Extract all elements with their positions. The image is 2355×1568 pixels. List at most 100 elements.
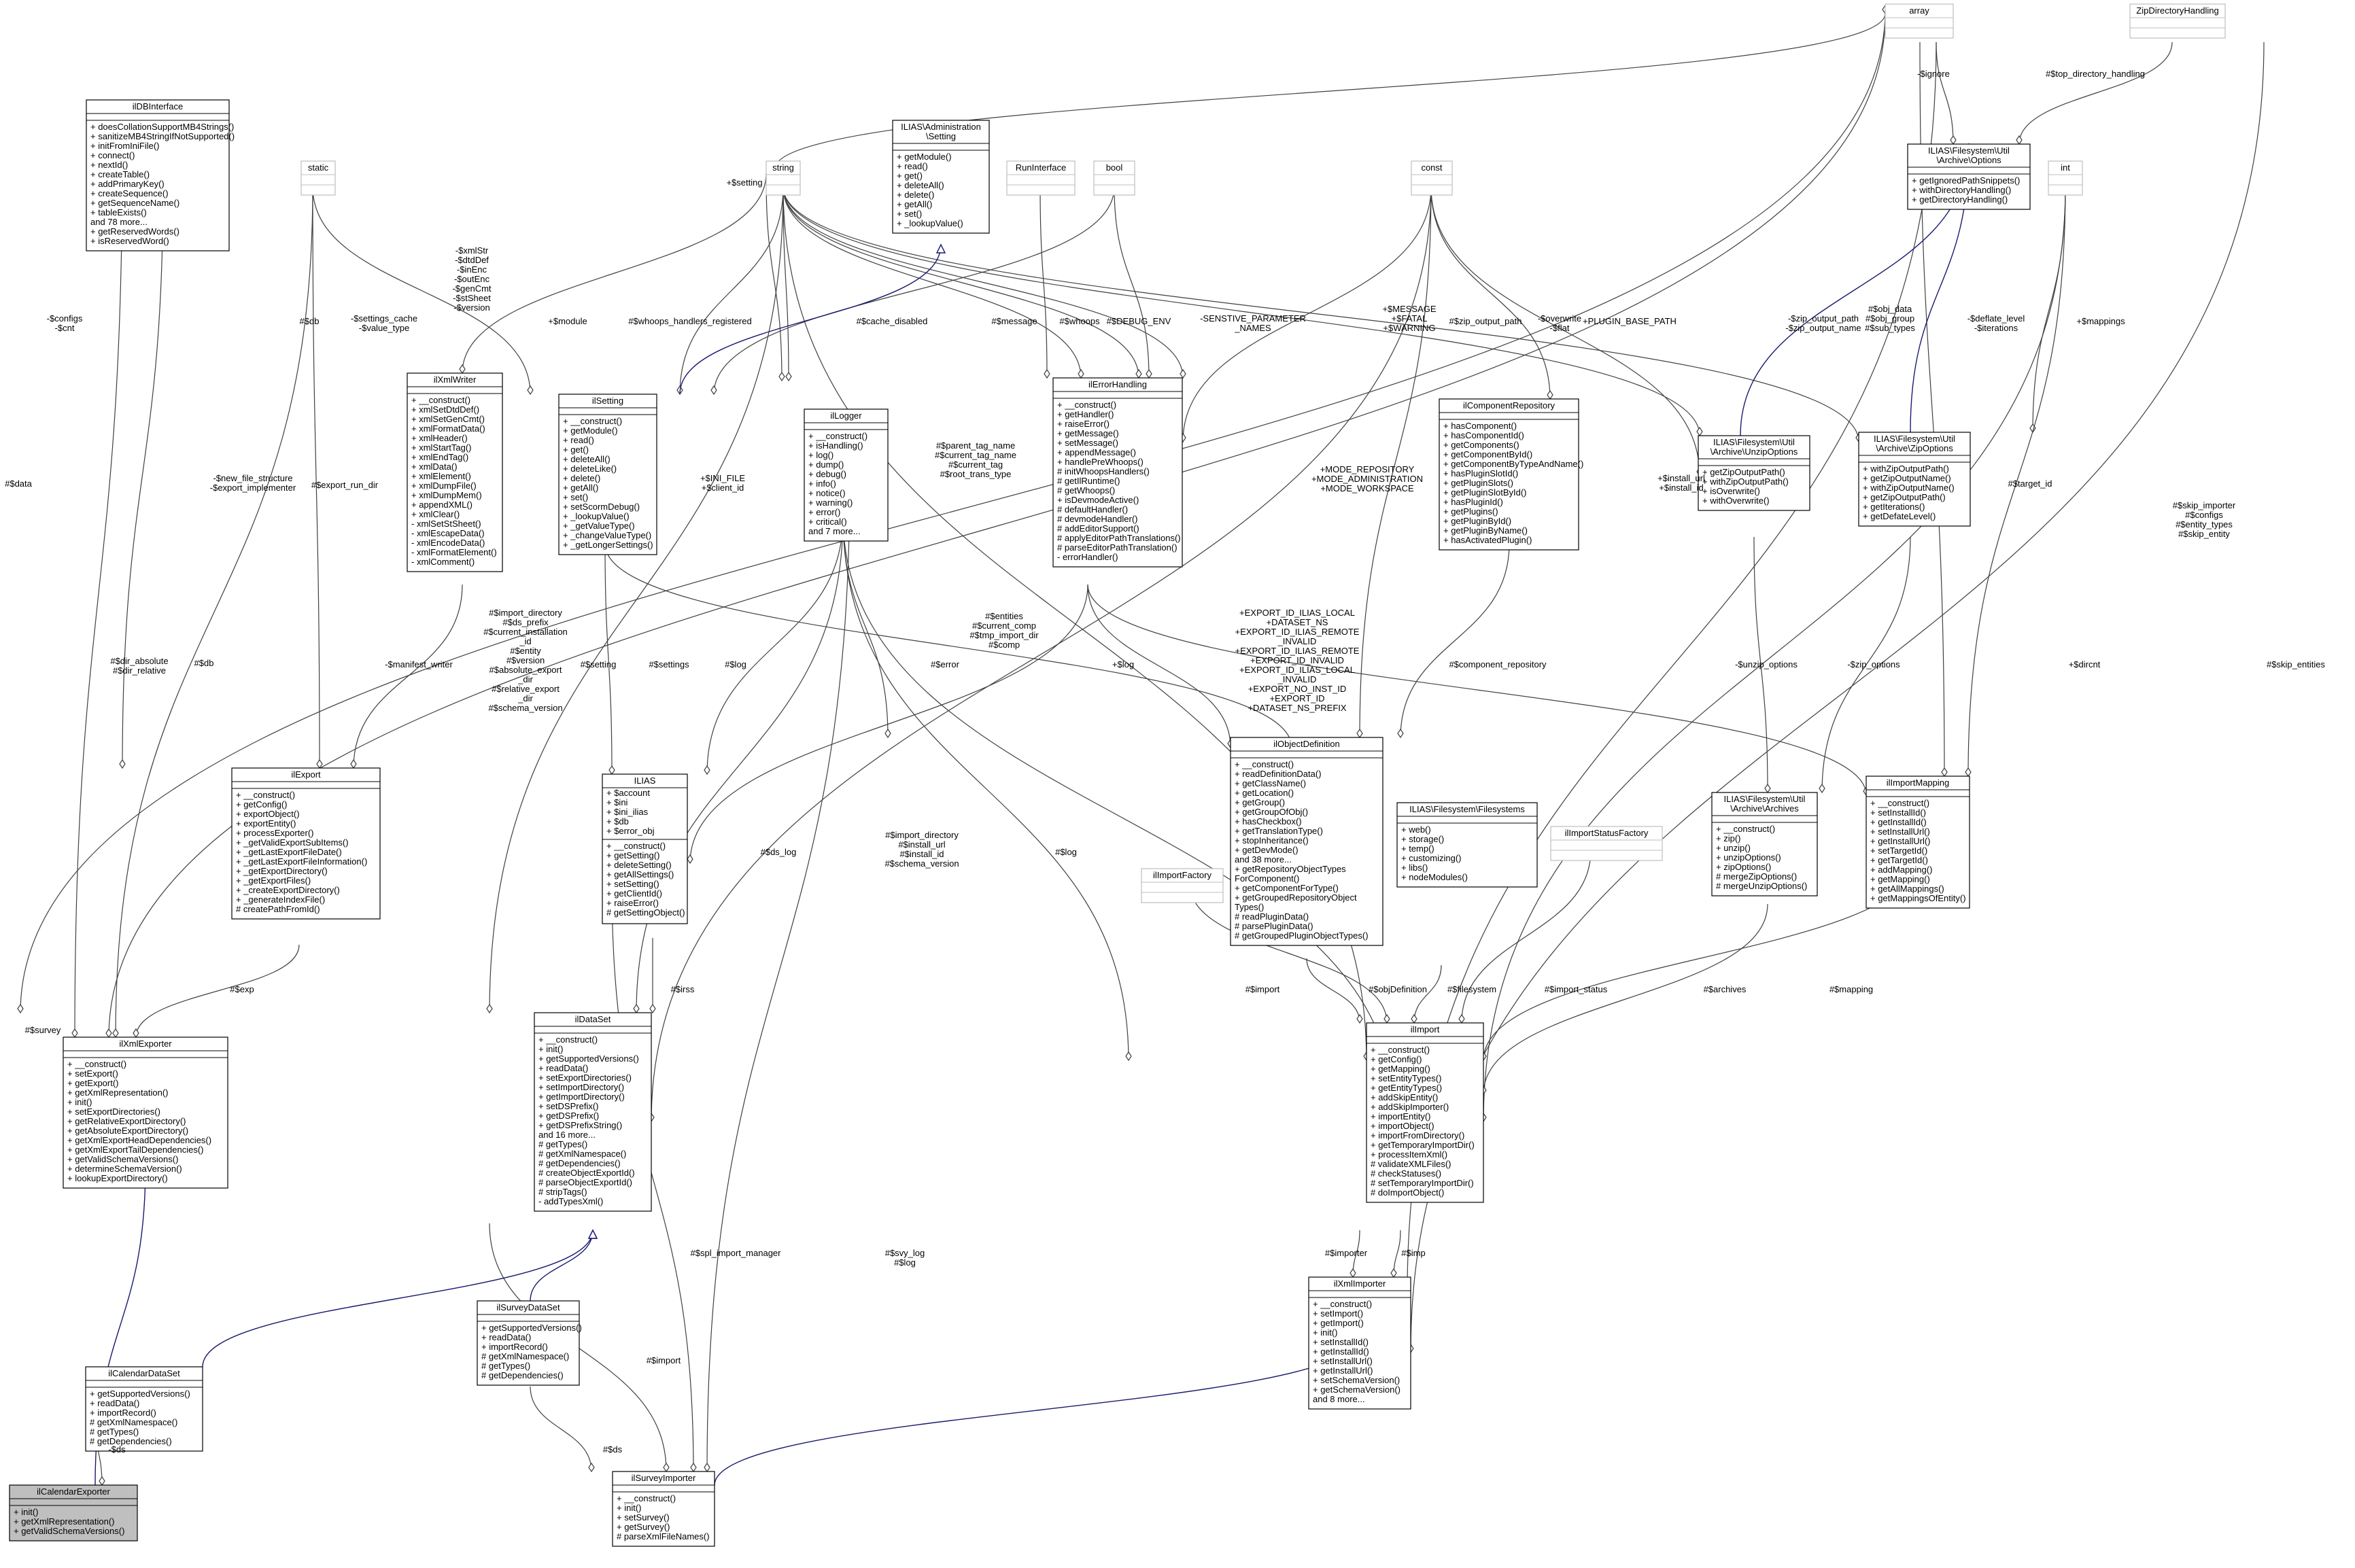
class-method: + setSchemaVersion() (1313, 1375, 1400, 1385)
class-box-ilimport: ilImport+ __construct()+ getConfig()+ ge… (1366, 1022, 1484, 1203)
class-method: + getComponentForType() (1235, 883, 1339, 893)
edge-label: -SENSTIVE_PARAMETER (1200, 313, 1306, 324)
edge-label: #$entity (510, 646, 541, 656)
class-method: + getTemporaryImportDir() (1371, 1140, 1475, 1150)
class-method: # createObjectExportId() (538, 1168, 635, 1178)
class-method: + exportObject() (236, 809, 300, 819)
class-box-const: const (1411, 160, 1453, 196)
class-title: ilXmlWriter (434, 374, 477, 385)
class-method: + isDevmodeActive() (1057, 495, 1139, 505)
aggregation-diamond (1383, 1013, 1390, 1024)
class-method: + setEntityTypes() (1371, 1073, 1441, 1083)
aggregation-diamond (105, 1028, 112, 1039)
class-method: + importObject() (1371, 1121, 1434, 1131)
class-method: + read() (563, 435, 594, 445)
class-method: # getIlRuntime() (1057, 476, 1120, 486)
edge-label: #$sub_types (1865, 323, 1915, 333)
edge-label: +$log (1112, 659, 1134, 669)
association-edge (611, 883, 694, 1472)
class-title: ilCalendarDataSet (108, 1368, 180, 1378)
class-attribute: + $ini (606, 797, 628, 807)
class-method: # getXmlNamespace() (481, 1351, 569, 1361)
class-method: + __construct() (1870, 798, 1929, 808)
class-box-illogger: ilLogger+ __construct()+ isHandling()+ l… (804, 408, 889, 542)
class-title: ILIAS\Filesystem\Util (1724, 794, 1806, 804)
class-method: + storage() (1401, 834, 1444, 844)
class-method: + nextId() (90, 160, 128, 170)
class-method: + importFromDirectory() (1371, 1130, 1464, 1140)
edge-label: +$install_id (1659, 483, 1703, 493)
class-method: + getAllMappings() (1870, 884, 1944, 894)
class-method: + __construct() (563, 416, 622, 426)
class-box-ilimportstatusfactory: ilImportStatusFactory (1550, 826, 1663, 861)
edge-label: #$current_comp (972, 621, 1036, 631)
class-title: ilImportMapping (1887, 778, 1950, 788)
class-method: + getIgnoredPathSnippets() (1912, 175, 2020, 186)
class-box-ilcomponentrepository: ilComponentRepository+ hasComponent()+ h… (1439, 398, 1583, 551)
class-method: + createSequence() (90, 188, 169, 198)
edge-label: #$install_url (898, 839, 945, 850)
edge-label: -$zip_options (1847, 659, 1900, 669)
aggregation-diamond (459, 364, 466, 374)
edge-label: -$zip_output_name (1785, 323, 1861, 333)
aggregation-diamond (1125, 1051, 1132, 1062)
class-title: \Archive\Archives (1730, 803, 1799, 814)
class-method: + __construct() (67, 1059, 126, 1069)
class-method: + __construct() (1371, 1045, 1430, 1055)
association-edge (706, 475, 850, 1472)
class-method: # doImportObject() (1371, 1187, 1444, 1198)
edge-label: #$error (931, 659, 960, 669)
aggregation-diamond (663, 1462, 670, 1473)
class-box-ildbinterface: ilDBInterface+ doesCollationSupportMB4St… (86, 99, 235, 251)
association-edge (689, 584, 1088, 864)
class-method: + lookupExportDirectory() (67, 1173, 168, 1183)
class-box-archives: ILIAS\Filesystem\Util\Archive\Archives + … (1711, 792, 1818, 896)
class-method: + __construct() (606, 841, 666, 851)
edge-label: #$target_id (2008, 478, 2052, 489)
aggregation-diamond (704, 1462, 710, 1473)
association-edge (462, 173, 767, 374)
association-edges (17, 4, 2265, 1486)
class-method: and 78 more... (90, 217, 148, 227)
association-edge (135, 944, 300, 1038)
edge-label: +$setting (726, 177, 762, 188)
edge-label: #$export_run_dir (311, 480, 379, 490)
edge-label: #$current_tag (948, 459, 1003, 470)
class-attribute: + $ini_ilias (606, 807, 649, 817)
association-edge (1483, 903, 1768, 1095)
class-method: + getMessage() (1057, 428, 1119, 438)
class-method: + withDirectoryHandling() (1912, 185, 2011, 195)
edge-label: #$version (506, 655, 545, 665)
class-title: \Archive\UnzipOptions (1711, 447, 1798, 457)
class-title: ilComponentRepository (1463, 400, 1555, 411)
class-method: + getPluginByName() (1443, 525, 1528, 536)
edge-label: #$import (647, 1355, 681, 1365)
aggregation-diamond (1078, 368, 1084, 379)
edge-label: +EXPORT_ID_ILIAS_LOCAL (1239, 665, 1355, 675)
edge-label: -$flat (1550, 323, 1570, 333)
class-title: ILIAS\Filesystem\Util (1713, 437, 1795, 447)
class-method: + getSupportedVersions() (538, 1053, 639, 1064)
association-edge (1087, 584, 1867, 796)
class-method: # devmodeHandler() (1057, 514, 1138, 524)
class-method: + xmlSetGenCmt() (411, 414, 485, 424)
class-method: + debug() (808, 469, 846, 479)
class-box-ilcalendardataset: ilCalendarDataSet+ getSupportedVersions(… (85, 1366, 203, 1452)
class-method: + xmlHeader() (411, 433, 468, 443)
class-method: + error() (808, 507, 840, 517)
class-method: + nodeModules() (1401, 872, 1468, 882)
aggregation-diamond (690, 1462, 697, 1473)
association-edge (489, 186, 784, 1013)
class-method: + _getExportDirectory() (236, 866, 328, 876)
aggregation-diamond (1135, 368, 1142, 379)
class-method: # createPathFromId() (236, 904, 320, 914)
class-method: + unzip() (1716, 843, 1751, 853)
association-edge (1039, 186, 1048, 379)
class-method: # getWhoops() (1057, 485, 1115, 495)
aggregation-diamond (1764, 783, 1771, 794)
edge-label: #$whoops (1059, 316, 1100, 326)
edge-label: #$schema_version (488, 703, 562, 713)
edge-label: +$FATAL (1392, 313, 1428, 324)
class-box-unzipoptions: ILIAS\Filesystem\Util\Archive\UnzipOptio… (1698, 435, 1810, 511)
class-method: # getXmlNamespace() (538, 1149, 626, 1159)
